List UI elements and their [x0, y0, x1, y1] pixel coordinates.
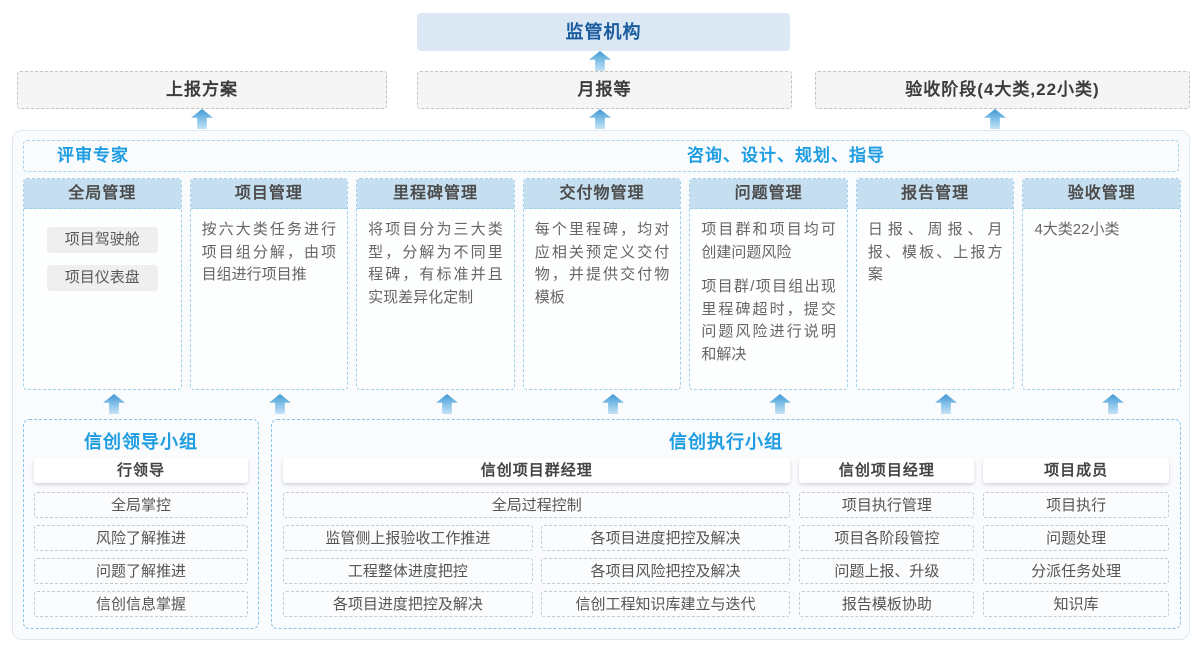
task-item: 项目执行管理 — [799, 492, 975, 518]
task-item: 各项目风险把控及解决 — [540, 558, 791, 584]
report-box-plan: 上报方案 — [17, 71, 387, 109]
role-bar-project-manager: 信创项目经理 — [799, 458, 975, 483]
capability-columns: 全局管理 项目驾驶舱 项目仪表盘 项目管理 按六大类任务进行项目组分解，由项目组… — [23, 178, 1182, 390]
column-project-management: 项目管理 按六大类任务进行项目组分解，由项目组进行项目推 — [189, 178, 349, 390]
up-arrow-icon — [1102, 394, 1124, 414]
column-body: 4大类22小类 — [1023, 209, 1180, 252]
task-item: 各项目进度把控及解决 — [540, 525, 791, 551]
task-item: 各项目进度把控及解决 — [283, 591, 533, 617]
task-item: 问题处理 — [983, 525, 1169, 551]
column-milestone-management: 里程碑管理 将项目分为三大类型，分解为不同里程碑，有标准并且实现差异化定制 — [356, 178, 515, 390]
report-box-acceptance: 验收阶段(4大类,22小类) — [815, 71, 1190, 109]
section-program-manager: 信创项目群经理 全局过程控制 监管侧上报验收工作推进 各项目进度把控及解决 工程… — [283, 458, 791, 624]
column-title: 验收管理 — [1023, 179, 1181, 209]
up-arrow-icon — [935, 394, 957, 414]
exec-group-title: 信创执行小组 — [669, 432, 783, 452]
task-item: 风险了解推进 — [34, 525, 248, 551]
up-arrow-icon — [103, 394, 125, 414]
section-project-members: 项目成员 项目执行 问题处理 分派任务处理 知识库 — [983, 458, 1169, 624]
column-body: 将项目分为三大类型，分解为不同里程碑，有标准并且实现差异化定制 — [357, 209, 514, 319]
task-item: 全局过程控制 — [283, 492, 791, 518]
column-acceptance-management: 验收管理 4大类22小类 — [1022, 178, 1182, 390]
role-bar-bank-leader: 行领导 — [34, 458, 248, 483]
task-item: 报告模板协助 — [799, 591, 975, 617]
column-body: 项目驾驶舱 项目仪表盘 — [24, 209, 181, 313]
task-item: 分派任务处理 — [983, 558, 1169, 584]
task-item: 工程整体进度把控 — [283, 558, 533, 584]
up-arrow-icon — [589, 51, 611, 71]
up-arrow-icon — [436, 394, 458, 414]
advisory-bar: 评审专家 咨询、设计、规划、指导 — [23, 140, 1179, 172]
task-item: 项目执行 — [983, 492, 1169, 518]
platform-container: 评审专家 咨询、设计、规划、指导 全局管理 项目驾驶舱 项目仪表盘 项目管理 按… — [12, 130, 1190, 640]
column-global-management: 全局管理 项目驾驶舱 项目仪表盘 — [23, 178, 182, 390]
report-box-monthly: 月报等 — [417, 71, 792, 109]
column-paragraph: 日报、周报、月报、模板、上报方案 — [867, 221, 1003, 283]
exec-sections: 信创项目群经理 全局过程控制 监管侧上报验收工作推进 各项目进度把控及解决 工程… — [272, 452, 1180, 624]
column-title: 报告管理 — [856, 179, 1014, 209]
up-arrow-icon — [602, 394, 624, 414]
section-project-manager: 信创项目经理 项目执行管理 项目各阶段管控 问题上报、升级 报告模板协助 — [799, 458, 975, 624]
up-arrow-icon — [589, 109, 611, 129]
task-item: 全局掌控 — [34, 492, 248, 518]
column-title: 交付物管理 — [523, 179, 681, 209]
up-arrow-icon — [191, 109, 213, 129]
column-issue-management: 问题管理 项目群和项目均可创建问题风险 项目群/项目组出现里程碑超时，提交问题风… — [689, 178, 848, 390]
up-arrow-icon — [769, 394, 791, 414]
column-body: 日报、周报、月报、模板、上报方案 — [857, 209, 1014, 297]
column-body: 按六大类任务进行项目组分解，由项目组进行项目推 — [191, 209, 348, 297]
column-title: 项目管理 — [190, 179, 348, 209]
role-bar-project-members: 项目成员 — [983, 458, 1169, 483]
column-paragraph: 项目群和项目均可创建问题风险 — [701, 221, 836, 261]
leader-group-box: 信创领导小组 行领导 全局掌控 风险了解推进 问题了解推进 信创信息掌握 — [23, 419, 259, 629]
column-paragraph: 4大类22小类 — [1034, 221, 1120, 238]
column-body: 每个里程碑，均对应相关预定义交付物，并提供交付物模板 — [524, 209, 681, 319]
experts-label: 评审专家 — [57, 146, 129, 165]
up-arrow-icon — [984, 109, 1006, 129]
task-item: 项目各阶段管控 — [799, 525, 975, 551]
column-paragraph: 按六大类任务进行项目组分解，由项目组进行项目推 — [201, 221, 337, 283]
exec-group-box: 信创执行小组 信创项目群经理 全局过程控制 监管侧上报验收工作推进 各项目进度把… — [271, 419, 1181, 629]
column-report-management: 报告管理 日报、周报、月报、模板、上报方案 — [855, 178, 1015, 390]
program-manager-task-grid: 监管侧上报验收工作推进 各项目进度把控及解决 工程整体进度把控 各项目风险把控及… — [283, 525, 791, 617]
column-body: 项目群和项目均可创建问题风险 项目群/项目组出现里程碑超时，提交问题风险进行说明… — [690, 209, 847, 376]
column-title: 问题管理 — [690, 179, 847, 209]
task-item: 问题了解推进 — [34, 558, 248, 584]
column-paragraph: 将项目分为三大类型，分解为不同里程碑，有标准并且实现差异化定制 — [368, 221, 503, 306]
task-item: 信创工程知识库建立与迭代 — [540, 591, 791, 617]
column-title: 全局管理 — [24, 179, 181, 209]
column-title: 里程碑管理 — [357, 179, 514, 209]
task-item: 监管侧上报验收工作推进 — [283, 525, 533, 551]
up-arrow-icon — [269, 394, 291, 414]
chip-project-dashboard: 项目仪表盘 — [47, 265, 158, 291]
leader-group-title: 信创领导小组 — [84, 432, 198, 452]
role-bar-program-manager: 信创项目群经理 — [283, 458, 791, 483]
column-paragraph: 每个里程碑，均对应相关预定义交付物，并提供交付物模板 — [534, 221, 670, 306]
task-item: 信创信息掌握 — [34, 591, 248, 617]
chip-project-cockpit: 项目驾驶舱 — [47, 227, 158, 253]
column-paragraph: 项目群/项目组出现里程碑超时，提交问题风险进行说明和解决 — [701, 278, 836, 363]
task-item: 问题上报、升级 — [799, 558, 975, 584]
regulator-box: 监管机构 — [417, 13, 790, 51]
advisory-label: 咨询、设计、规划、指导 — [687, 146, 885, 165]
column-deliverable-management: 交付物管理 每个里程碑，均对应相关预定义交付物，并提供交付物模板 — [522, 178, 682, 390]
task-item: 知识库 — [983, 591, 1169, 617]
